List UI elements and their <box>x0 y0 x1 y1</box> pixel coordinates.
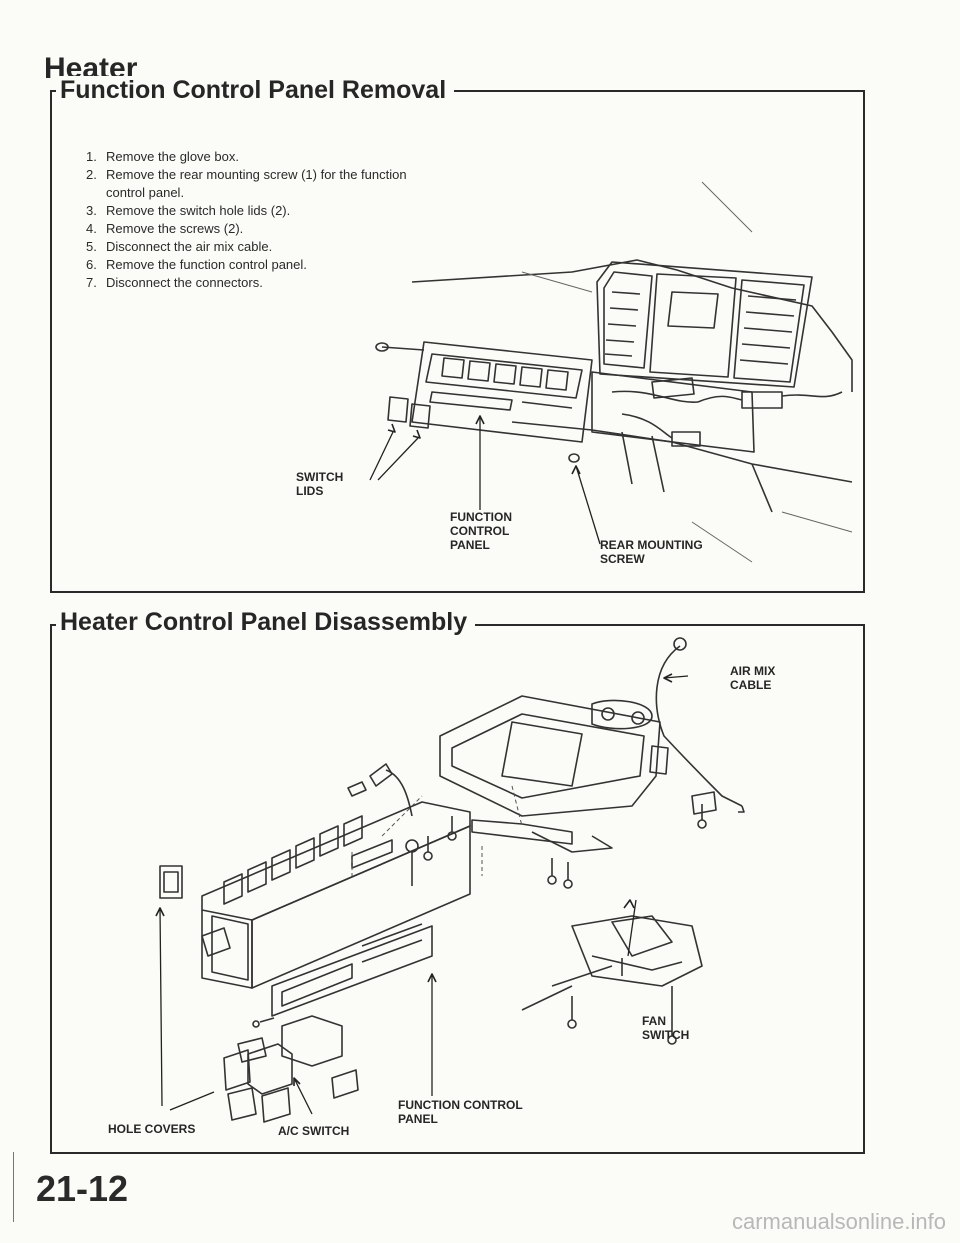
step-number: 7. <box>86 275 97 290</box>
margin-line <box>13 1152 14 1222</box>
callout-line: REAR MOUNTING <box>600 538 703 552</box>
callout-line: FUNCTION <box>450 510 512 524</box>
removal-step-5: 5. Disconnect the air mix cable. <box>86 238 446 256</box>
disassembly-section-title: Heater Control Panel Disassembly <box>56 608 476 637</box>
callout-line: SWITCH <box>296 470 344 484</box>
step-text: Disconnect the air mix cable. <box>106 239 273 254</box>
air-mix-cable-label: AIR MIX CABLE <box>730 664 775 692</box>
step-text: Remove the switch hole lids (2). <box>106 203 291 218</box>
step-number: 1. <box>86 149 97 164</box>
step-text: Disconnect the connectors. <box>106 275 263 290</box>
ac-switch-label: A/C SWITCH <box>278 1124 350 1138</box>
callout-line: LIDS <box>296 484 324 498</box>
callout-line: SWITCH <box>642 1028 690 1042</box>
watermark: carmanualsonline.info <box>731 1209 946 1234</box>
callout-line: AIR MIX <box>730 664 776 678</box>
removal-step-6: 6. Remove the function control panel. <box>86 256 446 274</box>
step-number: 6. <box>86 257 97 272</box>
callout-line: PANEL <box>450 538 490 552</box>
step-number: 4. <box>86 221 97 236</box>
step-number: 3. <box>86 203 97 218</box>
callout-line: FUNCTION CONTROL <box>398 1098 523 1112</box>
step-text: Remove the glove box. <box>106 149 239 164</box>
removal-step-4: 4. Remove the screws (2). <box>86 220 446 238</box>
callout-line: SCREW <box>600 552 645 566</box>
switch-lids-label: SWITCH LIDS <box>296 470 343 498</box>
page-number: 21-12 <box>36 1168 129 1209</box>
callout-line: PANEL <box>398 1112 438 1126</box>
removal-section: Function Control Panel Removal 1. Remove … <box>50 76 865 593</box>
callout-line: CONTROL <box>450 524 510 538</box>
removal-step-2: 2. Remove the rear mounting screw (1) for… <box>86 166 446 202</box>
function-control-panel-label: FUNCTION CONTROL PANEL <box>450 510 512 552</box>
removal-step-3: 3. Remove the switch hole lids (2). <box>86 202 446 220</box>
removal-step-7: 7. Disconnect the connectors. <box>86 274 446 292</box>
step-text: Remove the screws (2). <box>106 221 244 236</box>
control-panel-exploded-illustration <box>155 637 745 1123</box>
dashboard-removal-illustration <box>369 181 853 563</box>
function-control-panel-label: FUNCTION CONTROL PANEL <box>398 1098 523 1126</box>
removal-section-title: Function Control Panel Removal <box>56 76 455 105</box>
fan-switch-label: FAN SWITCH <box>642 1014 689 1042</box>
removal-step-1: 1. Remove the glove box. <box>86 148 446 166</box>
step-text: Remove the function control panel. <box>106 257 307 272</box>
removal-steps-list: 1. Remove the glove box. 2. Remove the rea… <box>86 148 446 292</box>
callout-line: CABLE <box>730 678 772 692</box>
step-number: 2. <box>86 167 97 182</box>
disassembly-section: Heater Control Panel Disassembly <box>50 608 865 1154</box>
rear-mounting-screw-label: REAR MOUNTING SCREW <box>600 538 703 566</box>
hole-covers-label: HOLE COVERS <box>108 1122 196 1136</box>
step-text: Remove the rear mounting screw (1) for t… <box>106 167 407 200</box>
callout-line: FAN <box>642 1014 666 1028</box>
step-number: 5. <box>86 239 97 254</box>
